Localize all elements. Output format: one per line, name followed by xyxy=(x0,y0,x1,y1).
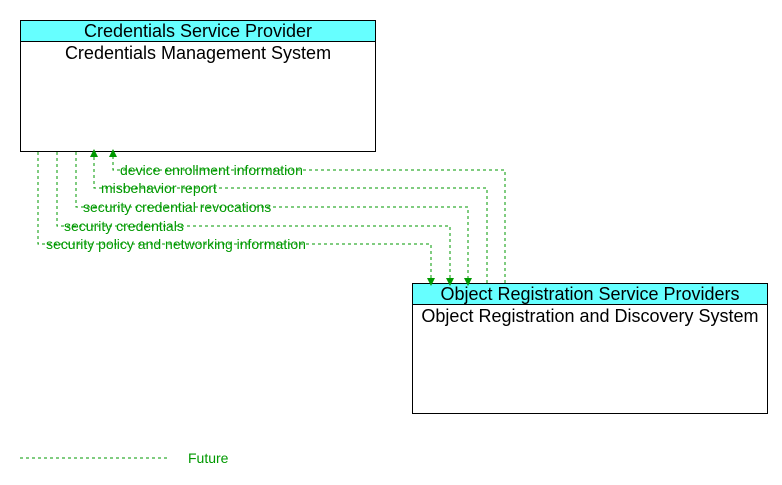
flow-security-credentials[interactable]: security credentials xyxy=(56,152,454,286)
flow-security-credential-revocations[interactable]: security credential revocations xyxy=(75,152,472,286)
entity-header: Credentials Service Provider xyxy=(21,21,375,42)
object-registration-service-providers-box[interactable]: Object Registration Service Providers Ob… xyxy=(412,283,768,414)
flow-security-policy-and-networking-information[interactable]: security policy and networking informati… xyxy=(37,152,435,286)
entity-body: Object Registration and Discovery System xyxy=(421,306,759,326)
entity-header: Object Registration Service Providers xyxy=(413,284,767,305)
flow-label: security policy and networking informati… xyxy=(46,236,306,252)
flow-label: security credentials xyxy=(64,218,184,234)
flow-device-enrollment-information[interactable]: device enrollment information xyxy=(109,149,506,283)
flow-label: device enrollment information xyxy=(120,162,303,178)
flow-label: security credential revocations xyxy=(83,199,271,215)
flow-label: misbehavior report xyxy=(101,180,217,196)
credentials-service-provider-box[interactable]: Credentials Service Provider Credentials… xyxy=(20,20,376,152)
legend-future-label: Future xyxy=(188,450,229,466)
entity-body: Credentials Management System xyxy=(64,43,332,63)
flow-misbehavior-report[interactable]: misbehavior report xyxy=(90,149,488,283)
